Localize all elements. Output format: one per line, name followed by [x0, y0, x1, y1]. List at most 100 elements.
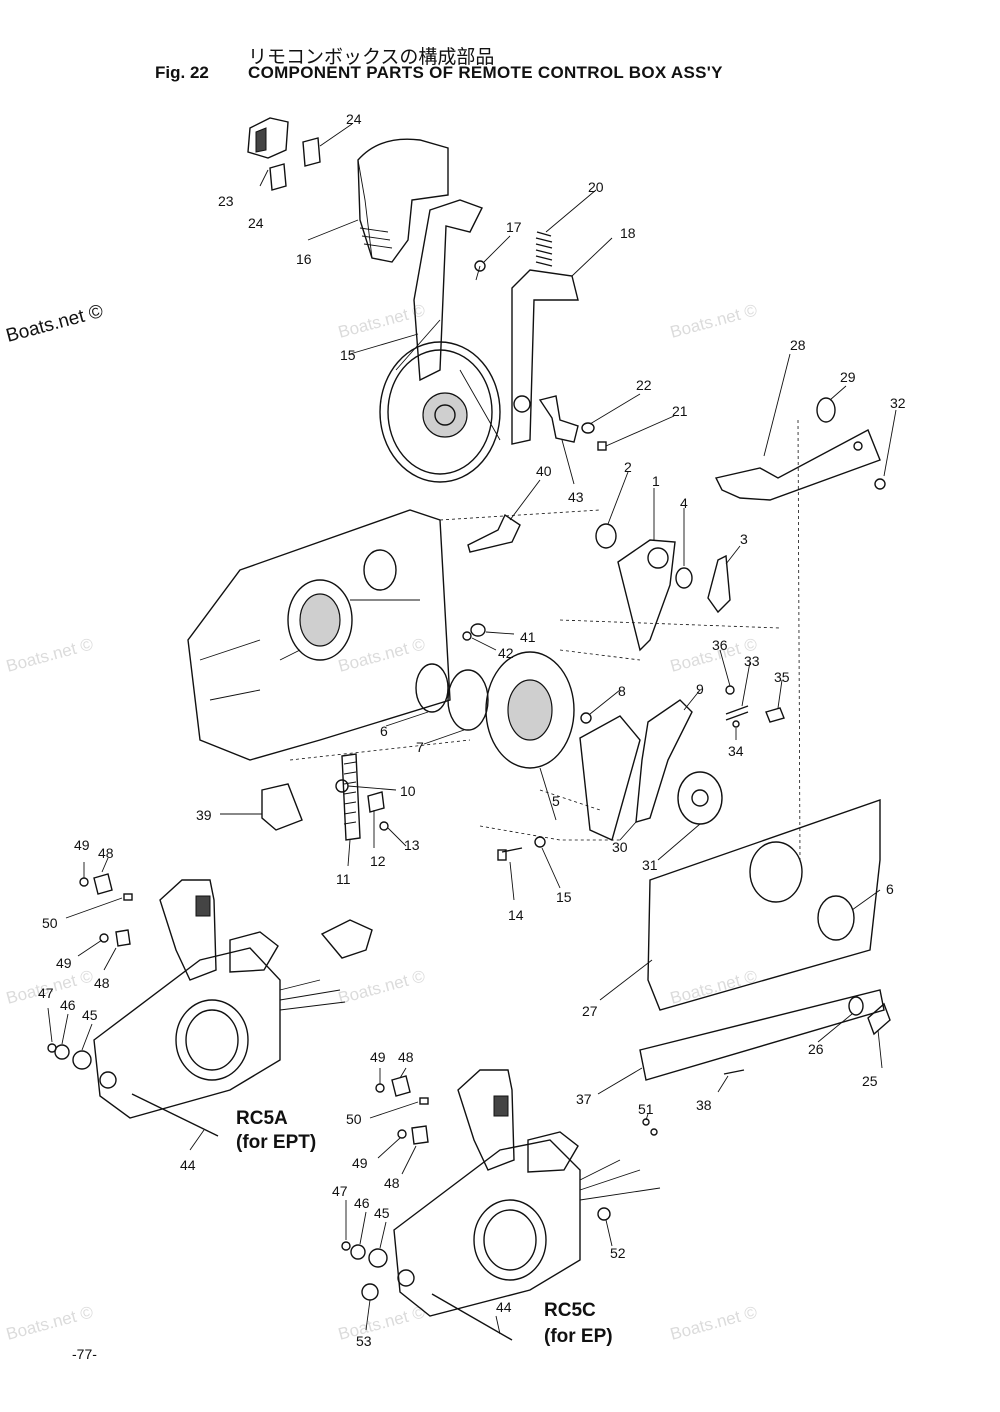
watermark: Boats.net ©: [336, 634, 427, 676]
label-49: 49: [352, 1155, 368, 1171]
part-22-washer: [581, 422, 595, 434]
watermark: Boats.net ©: [336, 1302, 427, 1344]
label-26: 26: [808, 1041, 824, 1057]
rc5a-label: RC5A: [236, 1108, 288, 1129]
label-8: 8: [618, 683, 626, 699]
label-40: 40: [536, 463, 552, 479]
part-43-bracket: [538, 395, 579, 443]
part-42-nut: [462, 631, 472, 641]
label-19: 18: [620, 225, 636, 241]
label-3: 3: [740, 531, 748, 547]
part-24-plate: [269, 137, 321, 191]
label-35: 35: [774, 669, 790, 685]
part-number-labels: 24 23 24 16 15 20 17 18 22 21 43 40 2 1 …: [38, 111, 906, 1349]
label-37: 37: [576, 1091, 592, 1107]
part-1-cam: [617, 539, 676, 652]
part-15-washer: [534, 836, 546, 848]
part-30-plate: [579, 715, 641, 841]
part-26-washer: [848, 996, 864, 1016]
label-17: 16: [296, 251, 312, 267]
part-main-housing: [187, 509, 451, 761]
label-49: 49: [56, 955, 72, 971]
rc5c-sublabel: (for EP): [544, 1326, 613, 1347]
label-43: 43: [568, 489, 584, 505]
label-48: 48: [98, 845, 114, 861]
figure-number: Fig. 22: [155, 63, 209, 82]
label-39: 39: [196, 807, 212, 823]
label-46: 46: [354, 1195, 370, 1211]
label-51: 51: [638, 1101, 654, 1117]
part-4-washer: [675, 567, 693, 589]
part-7-gasket: [447, 669, 489, 731]
part-8-roller: [580, 712, 592, 724]
label-44: 44: [180, 1157, 196, 1173]
label-7: 7: [416, 739, 424, 755]
watermark: Boats.net ©: [4, 301, 106, 347]
label-50: 50: [346, 1111, 362, 1127]
part-37-bar: [639, 989, 885, 1081]
part-17-lever-grip: [357, 138, 449, 263]
label-16: 15: [340, 347, 356, 363]
part-11-rack: [341, 753, 361, 841]
label-52: 52: [610, 1245, 626, 1261]
label-6: 6: [886, 881, 894, 897]
part-33-spring: [725, 705, 749, 721]
part-38-screw: [723, 1069, 745, 1075]
label-47: 47: [332, 1183, 348, 1199]
part-5-gear: [485, 651, 575, 769]
leader-lines: [47, 123, 897, 1335]
label-48: 48: [94, 975, 110, 991]
label-50: 50: [42, 915, 58, 931]
rc5a-small-parts: [47, 873, 219, 1137]
label-45: 45: [374, 1205, 390, 1221]
label-30: 30: [612, 839, 628, 855]
label-33: 33: [744, 653, 760, 669]
part-40-shaft: [467, 513, 521, 553]
part-28-lever-plate: [714, 429, 881, 501]
label-1: 1: [652, 473, 660, 489]
label-24: 24: [248, 215, 264, 231]
label-6: 6: [380, 723, 388, 739]
part-16-control-lever: [379, 199, 501, 483]
label-13: 13: [404, 837, 420, 853]
label-5: 5: [552, 793, 560, 809]
part-29-washer: [816, 397, 836, 423]
part-12-block: [367, 791, 385, 813]
part-35-spring: [765, 707, 785, 723]
label-10: 10: [400, 783, 416, 799]
part-18-screw: [474, 260, 486, 281]
label-48: 48: [398, 1049, 414, 1065]
label-48: 48: [384, 1175, 400, 1191]
part-41-washer: [470, 623, 486, 637]
part-14-screw: [497, 847, 523, 861]
label-29: 29: [840, 369, 856, 385]
label-20: 20: [588, 179, 604, 195]
label-41: 41: [520, 629, 536, 645]
label-12: 12: [370, 853, 386, 869]
assembly-lines: [289, 419, 801, 861]
part-31-cam: [677, 771, 723, 825]
part-25-bolt: [867, 1002, 891, 1036]
watermark: Boats.net ©: [668, 966, 759, 1008]
label-42: 42: [498, 645, 514, 661]
label-47: 47: [38, 985, 54, 1001]
part-13-screw: [379, 821, 389, 831]
label-31: 31: [642, 857, 658, 873]
label-38: 38: [696, 1097, 712, 1113]
rc5c-label: RC5C: [544, 1300, 596, 1321]
rc5a-sublabel: (for EPT): [236, 1132, 316, 1153]
page-number: -77-: [72, 1346, 97, 1362]
label-46: 46: [60, 997, 76, 1013]
part-20-spring: [535, 231, 553, 267]
label-22: 22: [636, 377, 652, 393]
label-11: 11: [336, 871, 351, 887]
part-19-arm: [511, 269, 579, 445]
label-14: 14: [508, 907, 524, 923]
label-28: 28: [790, 337, 806, 353]
watermark: Boats.net ©: [4, 634, 95, 676]
watermark: Boats.net ©: [336, 966, 427, 1008]
part-21-screw: [597, 441, 607, 451]
part-23-handle-cover: [247, 117, 289, 159]
part-2-ring: [595, 523, 617, 549]
